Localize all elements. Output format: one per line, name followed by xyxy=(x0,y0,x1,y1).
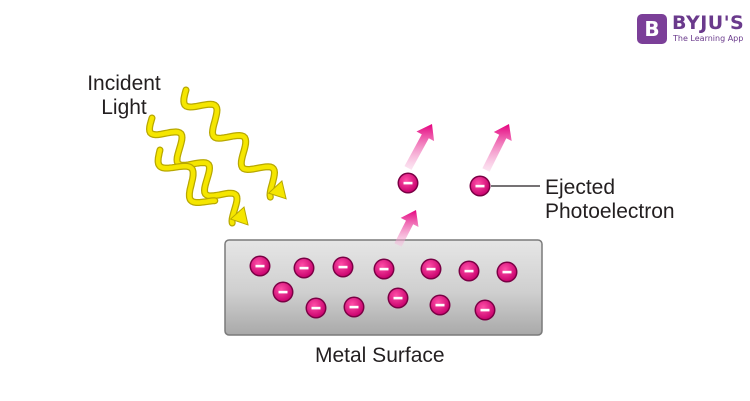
ejected-electron-1 xyxy=(397,172,419,194)
surface-electron-8 xyxy=(272,281,294,303)
ejected-electron-2 xyxy=(469,175,491,197)
minus-icon xyxy=(502,270,512,274)
surface-electron-5 xyxy=(420,258,442,280)
surface-electron-9 xyxy=(305,297,327,319)
minus-icon xyxy=(349,305,359,309)
surface-electron-11 xyxy=(387,287,409,309)
metal-surface xyxy=(224,239,543,336)
minus-icon xyxy=(379,267,389,271)
electron-motion-arrow-3 xyxy=(482,124,512,172)
incident-light-label: Incident Light xyxy=(79,72,169,120)
byjus-logo: B BYJU'S The Learning App xyxy=(637,12,747,46)
minus-icon xyxy=(403,181,413,185)
brand-name: BYJU'S xyxy=(672,12,745,34)
incident-light-waves xyxy=(145,86,279,227)
surface-electron-13 xyxy=(474,299,496,321)
minus-icon xyxy=(278,290,288,294)
light-wave-core-2 xyxy=(147,115,240,226)
incident-label-line2: Light xyxy=(101,96,147,119)
minus-icon xyxy=(435,303,445,307)
minus-icon xyxy=(311,306,321,310)
minus-icon xyxy=(299,266,309,270)
surface-electron-10 xyxy=(343,296,365,318)
ejected-photoelectron-label: Ejected Photoelectron xyxy=(545,176,675,224)
minus-icon xyxy=(426,267,436,271)
minus-icon xyxy=(480,308,490,312)
light-wave-core-1 xyxy=(181,87,277,200)
surface-electron-12 xyxy=(429,294,451,316)
light-arrowhead-1 xyxy=(267,180,287,200)
electron-motion-arrow-1 xyxy=(394,210,419,247)
minus-icon xyxy=(255,264,265,268)
surface-electron-2 xyxy=(293,257,315,279)
brand-tagline: The Learning App xyxy=(673,34,744,43)
surface-electron-1 xyxy=(249,255,271,277)
electron-motion-arrow-2 xyxy=(404,124,435,170)
metal-surface-label: Metal Surface xyxy=(315,344,445,367)
minus-icon xyxy=(338,265,348,269)
light-arrowhead-2 xyxy=(229,206,249,226)
surface-electron-4 xyxy=(373,258,395,280)
minus-icon xyxy=(475,184,485,188)
brand-badge-icon: B xyxy=(637,14,667,44)
ejected-label-line2: Photoelectron xyxy=(545,200,675,223)
surface-electron-6 xyxy=(458,260,480,282)
surface-electron-7 xyxy=(496,261,518,283)
surface-electron-3 xyxy=(332,256,354,278)
ejected-label-line1: Ejected xyxy=(545,176,616,199)
minus-icon xyxy=(464,269,474,273)
light-wave-core-3 xyxy=(155,147,218,205)
minus-icon xyxy=(393,296,403,300)
incident-label-line1: Incident xyxy=(87,72,161,95)
